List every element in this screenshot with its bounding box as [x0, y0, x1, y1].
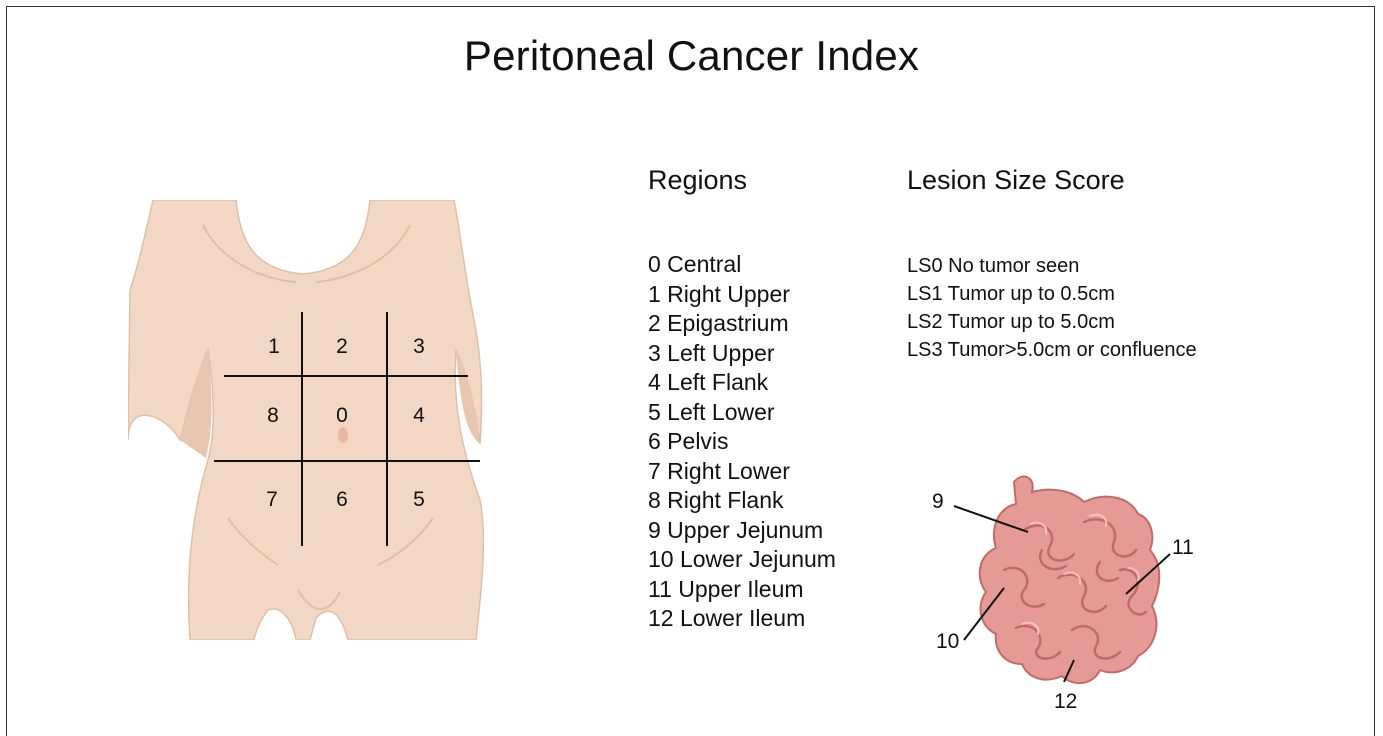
- region-item: 1 Right Upper: [648, 280, 836, 310]
- grid-label-3: 3: [413, 335, 425, 358]
- region-item: 9 Upper Jejunum: [648, 516, 836, 546]
- regions-list: 0 Central 1 Right Upper 2 Epigastrium 3 …: [648, 250, 836, 634]
- intestine-label-11: 11: [1172, 536, 1194, 559]
- regions-heading: Regions: [648, 165, 747, 196]
- region-item: 0 Central: [648, 250, 836, 280]
- region-item: 5 Left Lower: [648, 398, 836, 428]
- page-title: Peritoneal Cancer Index: [0, 32, 1383, 80]
- grid-label-8: 8: [267, 404, 279, 427]
- grid-label-2: 2: [336, 335, 348, 358]
- region-item: 8 Right Flank: [648, 486, 836, 516]
- region-item: 3 Left Upper: [648, 339, 836, 369]
- grid-label-5: 5: [413, 488, 425, 511]
- grid-label-4: 4: [413, 404, 425, 427]
- region-item: 7 Right Lower: [648, 457, 836, 487]
- small-intestine-illustration: 9 10 11 12: [924, 470, 1214, 715]
- grid-label-0: 0: [336, 404, 348, 427]
- lesion-size-list: LS0 No tumor seen LS1 Tumor up to 0.5cm …: [907, 252, 1197, 364]
- region-item: 11 Upper Ileum: [648, 575, 836, 605]
- region-item: 10 Lower Jejunum: [648, 545, 836, 575]
- grid-label-7: 7: [266, 488, 278, 511]
- lesion-size-item: LS0 No tumor seen: [907, 252, 1197, 280]
- region-item: 2 Epigastrium: [648, 309, 836, 339]
- region-item: 12 Lower Ileum: [648, 604, 836, 634]
- grid-label-6: 6: [336, 488, 348, 511]
- grid-label-1: 1: [268, 335, 280, 358]
- lesion-size-heading: Lesion Size Score: [907, 165, 1125, 196]
- intestine-mass: [980, 477, 1160, 684]
- torso-body: [128, 200, 483, 640]
- lesion-size-item: LS3 Tumor>5.0cm or confluence: [907, 336, 1197, 364]
- region-item: 4 Left Flank: [648, 368, 836, 398]
- lesion-size-item: LS1 Tumor up to 0.5cm: [907, 280, 1197, 308]
- navel: [338, 427, 348, 443]
- intestine-label-12: 12: [1054, 690, 1077, 713]
- intestine-label-10: 10: [936, 630, 959, 653]
- lesion-size-item: LS2 Tumor up to 5.0cm: [907, 308, 1197, 336]
- torso-illustration: 1 2 3 8 0 4 7 6 5: [128, 200, 488, 640]
- region-item: 6 Pelvis: [648, 427, 836, 457]
- intestine-label-9: 9: [932, 490, 944, 513]
